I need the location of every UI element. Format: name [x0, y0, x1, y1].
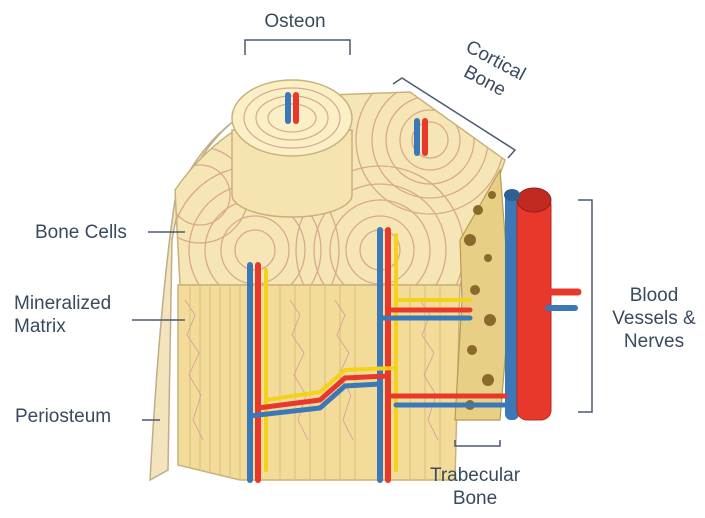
blood-vessels-nerves-label: Blood Vessels & Nerves: [604, 284, 704, 354]
mineralized-matrix-label-line2: Matrix: [14, 315, 111, 338]
mineralized-matrix-label-line1: Mineralized: [14, 292, 111, 315]
main-blood-vessels: [504, 188, 578, 420]
bone-cells-label-text: Bone Cells: [35, 222, 127, 243]
osteon-bracket: [245, 40, 350, 55]
osteon-label-text: Osteon: [264, 11, 325, 32]
bone-cells-label: Bone Cells: [35, 221, 127, 244]
trabecular-bone-bracket: [455, 440, 500, 446]
trabecular-bone-label-line2: Bone: [410, 487, 540, 510]
blood-vessels-bracket: [578, 200, 592, 412]
blood-vessels-label-line3: Nerves: [604, 330, 704, 353]
trabecular-bone-label-line1: Trabecular: [410, 464, 540, 487]
mineralized-matrix-label: Mineralized Matrix: [14, 292, 111, 338]
periosteum-label: Periosteum: [15, 405, 111, 428]
periosteum-label-text: Periosteum: [15, 406, 111, 427]
blood-vessels-label-line1: Blood: [604, 284, 704, 307]
osteon-cylinder: [232, 80, 352, 217]
osteon-label: Osteon: [250, 10, 340, 33]
trabecular-bone-label: Trabecular Bone: [410, 464, 540, 510]
blood-vessels-label-line2: Vessels &: [604, 307, 704, 330]
